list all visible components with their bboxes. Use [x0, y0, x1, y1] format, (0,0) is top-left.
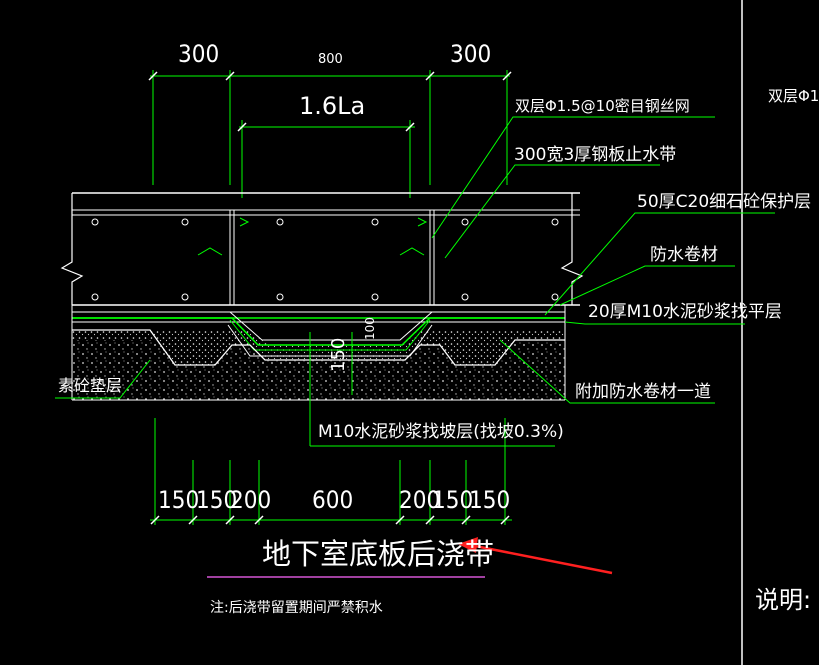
- floor-layers: [71, 305, 566, 446]
- label-protective-layer: 50厚C20细石砼保护层: [637, 192, 812, 212]
- label-wire-mesh-cut: 双层Φ1: [768, 87, 819, 105]
- label-waterstop: 300宽3厚钢板止水带: [514, 145, 677, 165]
- drawing-title: 地下室底板后浇带: [262, 537, 495, 571]
- side-label: 说明:: [755, 586, 812, 614]
- label-leveling-layer: 20厚M10水泥砂浆找平层: [588, 302, 782, 322]
- label-wire-mesh: 双层Φ1.5@10密目钢丝网: [515, 97, 690, 115]
- dim-bottom-7: 150: [469, 486, 511, 514]
- dim-bottom-3: 200: [230, 486, 272, 514]
- dim-right-300: 300: [450, 40, 492, 68]
- dim-left-300: 300: [178, 40, 220, 68]
- label-membrane: 防水卷材: [650, 245, 718, 265]
- red-arrow-icon: [458, 537, 613, 575]
- dim-bottom-2: 150: [196, 486, 238, 514]
- label-slope-layer: M10水泥砂浆找坡层(找坡0.3%): [318, 422, 564, 442]
- slab-label: 100: [363, 317, 377, 340]
- dimension-ticks-bottom: [150, 515, 510, 525]
- label-extra-membrane: 附加防水卷材一道: [575, 382, 711, 402]
- dim-800: 800: [318, 52, 343, 67]
- drawing-note: 注:后浇带留置期间严禁积水: [210, 600, 383, 616]
- dimension-ticks-top: [148, 71, 512, 132]
- dim-vertical-150: 150: [328, 337, 349, 372]
- dim-bottom-6: 150: [432, 486, 474, 514]
- dim-bottom-4: 600: [312, 486, 354, 514]
- bottom-dimension-chain: [150, 418, 512, 525]
- dim-1-6la: 1.6La: [299, 92, 366, 120]
- label-cushion: 素砼垫层: [58, 376, 123, 395]
- concrete-slab: [60, 192, 584, 306]
- dim-bottom-5: 200: [399, 486, 441, 514]
- leader-lines: [55, 116, 775, 447]
- dim-bottom-1: 150: [158, 486, 200, 514]
- top-dimension-chain: [150, 70, 510, 198]
